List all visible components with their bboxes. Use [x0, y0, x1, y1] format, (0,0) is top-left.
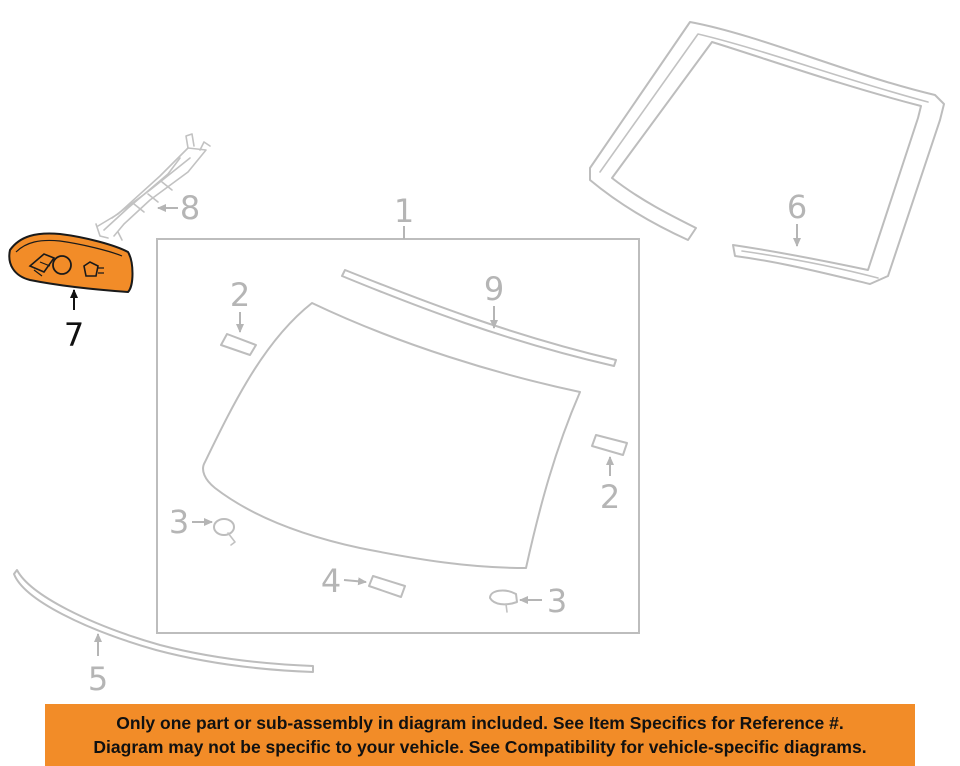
- callout-9: 9: [484, 270, 504, 308]
- callout-8: 8: [180, 189, 200, 227]
- callout-3a: 3: [169, 503, 189, 541]
- notice-line-2: Diagram may not be specific to your vehi…: [93, 737, 867, 757]
- clip-left: [213, 518, 236, 546]
- notice-line-1: Only one part or sub-assembly in diagram…: [116, 713, 844, 733]
- callout-5: 5: [88, 660, 108, 698]
- callout-1: 1: [394, 192, 414, 230]
- upper-moulding: [341, 269, 617, 367]
- weatherstrip-frame: [589, 21, 945, 285]
- windshield-assembly-box: [156, 226, 640, 634]
- windshield-glass: [202, 302, 581, 569]
- notice-banner: Only one part or sub-assembly in diagram…: [45, 704, 915, 766]
- callout-3b: 3: [547, 582, 567, 620]
- callout-2b: 2: [600, 478, 620, 516]
- wiring-harness: [95, 133, 211, 241]
- inside-mirror: [8, 232, 134, 293]
- lower-moulding: [13, 569, 314, 673]
- bracket: [368, 575, 406, 598]
- leader-4: [343, 577, 367, 586]
- callout-6: 6: [787, 188, 807, 226]
- callout-4: 4: [321, 562, 341, 600]
- clip-right: [489, 589, 518, 613]
- pad-right: [591, 434, 628, 456]
- pad-left: [220, 333, 257, 356]
- callout-2a: 2: [230, 276, 250, 314]
- callout-7: 7: [64, 316, 84, 354]
